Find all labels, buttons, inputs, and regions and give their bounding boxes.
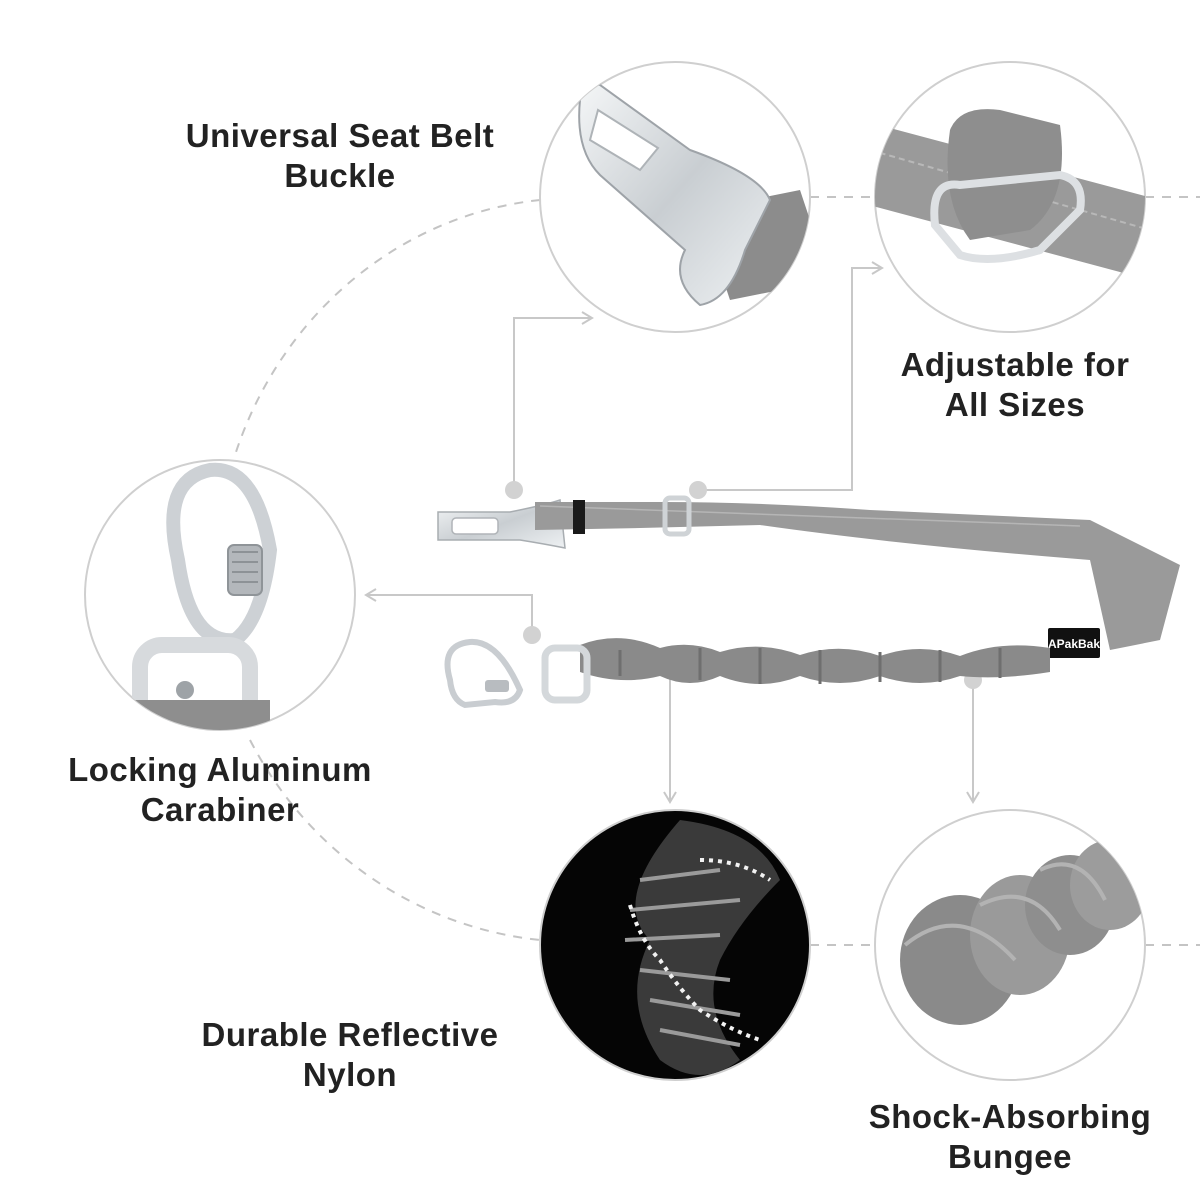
label-seat-belt-buckle-line1: Universal Seat Belt [185, 117, 495, 154]
label-adjustable: Adjustable for All Sizes [850, 345, 1180, 425]
label-reflective-nylon-line1: Durable Reflective [201, 1016, 499, 1053]
strap-adjuster-metal [662, 495, 692, 537]
brand-tag-text: APakBak [1048, 637, 1100, 651]
strap-slider-black [573, 500, 585, 534]
label-bungee-line2: Bungee [947, 1138, 1072, 1175]
reflective-nylon-closeup-photo [539, 809, 811, 1081]
label-reflective-nylon-line2: Nylon [302, 1056, 398, 1093]
dashed-connector-ring [235, 196, 1200, 946]
label-seat-belt-buckle-line2: Buckle [284, 157, 396, 194]
label-reflective-nylon: Durable Reflective Nylon [165, 1015, 535, 1095]
label-carabiner-line1: Locking Aluminum [68, 751, 372, 788]
label-carabiner: Locking Aluminum Carabiner [40, 750, 400, 830]
strap-upper [535, 502, 1180, 650]
label-carabiner-line2: Carabiner [140, 791, 300, 828]
carabiner-closeup-photo [84, 459, 356, 731]
label-adjustable-line1: Adjustable for [900, 346, 1130, 383]
carabiner-small [444, 638, 524, 709]
swivel-ring [541, 644, 591, 704]
buckle-closeup-photo [539, 61, 811, 333]
brand-tag [1048, 628, 1100, 658]
callout-arrows [364, 261, 980, 804]
adjuster-closeup-photo [874, 61, 1146, 333]
label-bungee-line1: Shock-Absorbing [868, 1098, 1152, 1135]
bungee-section [580, 638, 1050, 684]
dog-seat-belt-leash: APakBak [437, 495, 1180, 709]
bungee-closeup-photo [874, 809, 1146, 1081]
label-seat-belt-buckle: Universal Seat Belt Buckle [150, 116, 530, 196]
label-adjustable-line2: All Sizes [944, 386, 1086, 423]
buckle-metal [437, 498, 566, 549]
label-bungee: Shock-Absorbing Bungee [830, 1097, 1190, 1177]
